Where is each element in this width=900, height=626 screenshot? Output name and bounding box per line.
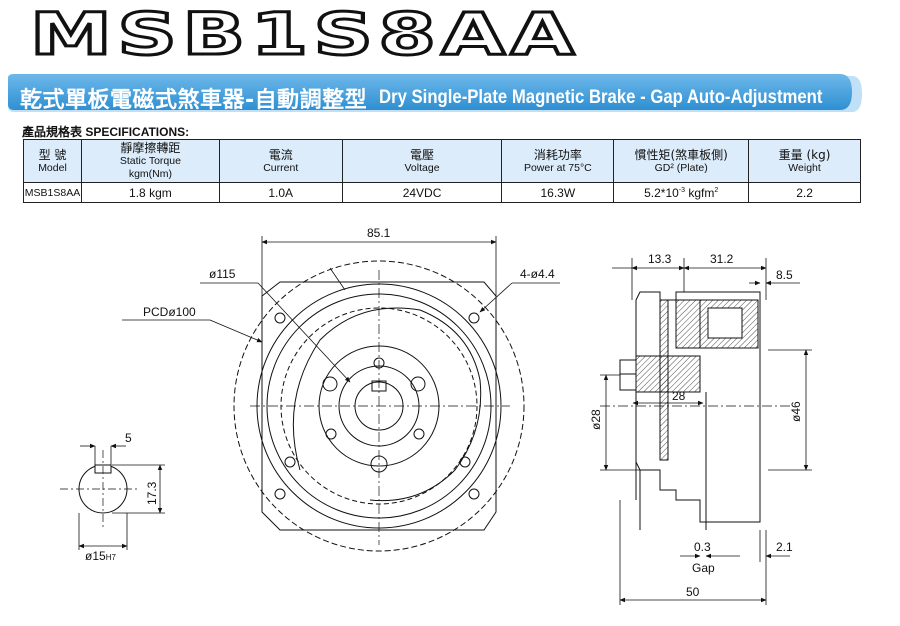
cell-inertia: 5.2*10-3 kgfm2 — [613, 182, 750, 203]
spec-heading: 產品規格表 SPECIFICATIONS: — [22, 123, 189, 140]
dim-gap-label: Gap — [692, 561, 715, 575]
dim-2: 2.1 — [776, 540, 793, 554]
dim-dia115: ø115 — [209, 267, 236, 281]
dim-gap-value: 0.3 — [694, 540, 711, 554]
dim-dia28: ø28 — [589, 409, 603, 430]
banner-en-title: Dry Single-Plate Magnetic Brake - Gap Au… — [379, 87, 823, 108]
banner-cn-title: 乾式單板電磁式煞車器-自動調整型 — [20, 88, 368, 113]
dim-31: 31.2 — [710, 252, 734, 266]
header-inertia: 慣性矩(煞車板側)GD² (Plate) — [613, 139, 750, 183]
bore-detail — [60, 443, 165, 550]
dim-pcd: PCDø100 — [143, 305, 196, 319]
dim-key-17: 17.3 — [145, 481, 159, 505]
cell-model: MSB1S8AA — [23, 182, 82, 203]
dim-50: 50 — [686, 585, 700, 599]
model-title-text: MSB1S8AA — [30, 2, 580, 64]
dim-13: 13.3 — [648, 252, 672, 266]
spec-heading-en: SPECIFICATIONS: — [85, 125, 190, 139]
spec-data-row: MSB1S8AA 1.8 kgm 1.0A 24VDC 16.3W 5.2*10… — [23, 182, 861, 203]
dim-28: 28 — [672, 389, 686, 403]
side-view — [600, 291, 790, 530]
cell-current: 1.0A — [218, 182, 343, 203]
cell-power: 16.3W — [501, 182, 615, 203]
cell-torque: 1.8 kgm — [80, 182, 220, 203]
dim-holes: 4-ø4.4 — [520, 267, 555, 281]
cell-weight: 2.2 — [748, 182, 861, 203]
title-banner — [8, 74, 862, 112]
model-title: MSB1S8AA — [29, 2, 580, 64]
spec-heading-cn: 產品規格表 — [22, 125, 83, 139]
front-view — [233, 260, 525, 552]
dim-8: 8.5 — [776, 268, 793, 282]
header-weight: 重量 (kg)Weight — [748, 139, 861, 183]
dim-85: 85.1 — [367, 226, 391, 240]
banner-text: 乾式單板電磁式煞車器-自動調整型 Dry Single-Plate Magnet… — [20, 83, 883, 113]
dim-key-5: 5 — [125, 431, 132, 445]
cell-voltage: 24VDC — [341, 182, 503, 203]
dim-dia46: ø46 — [789, 401, 803, 422]
dim-bore: ø15H7 — [85, 549, 116, 563]
